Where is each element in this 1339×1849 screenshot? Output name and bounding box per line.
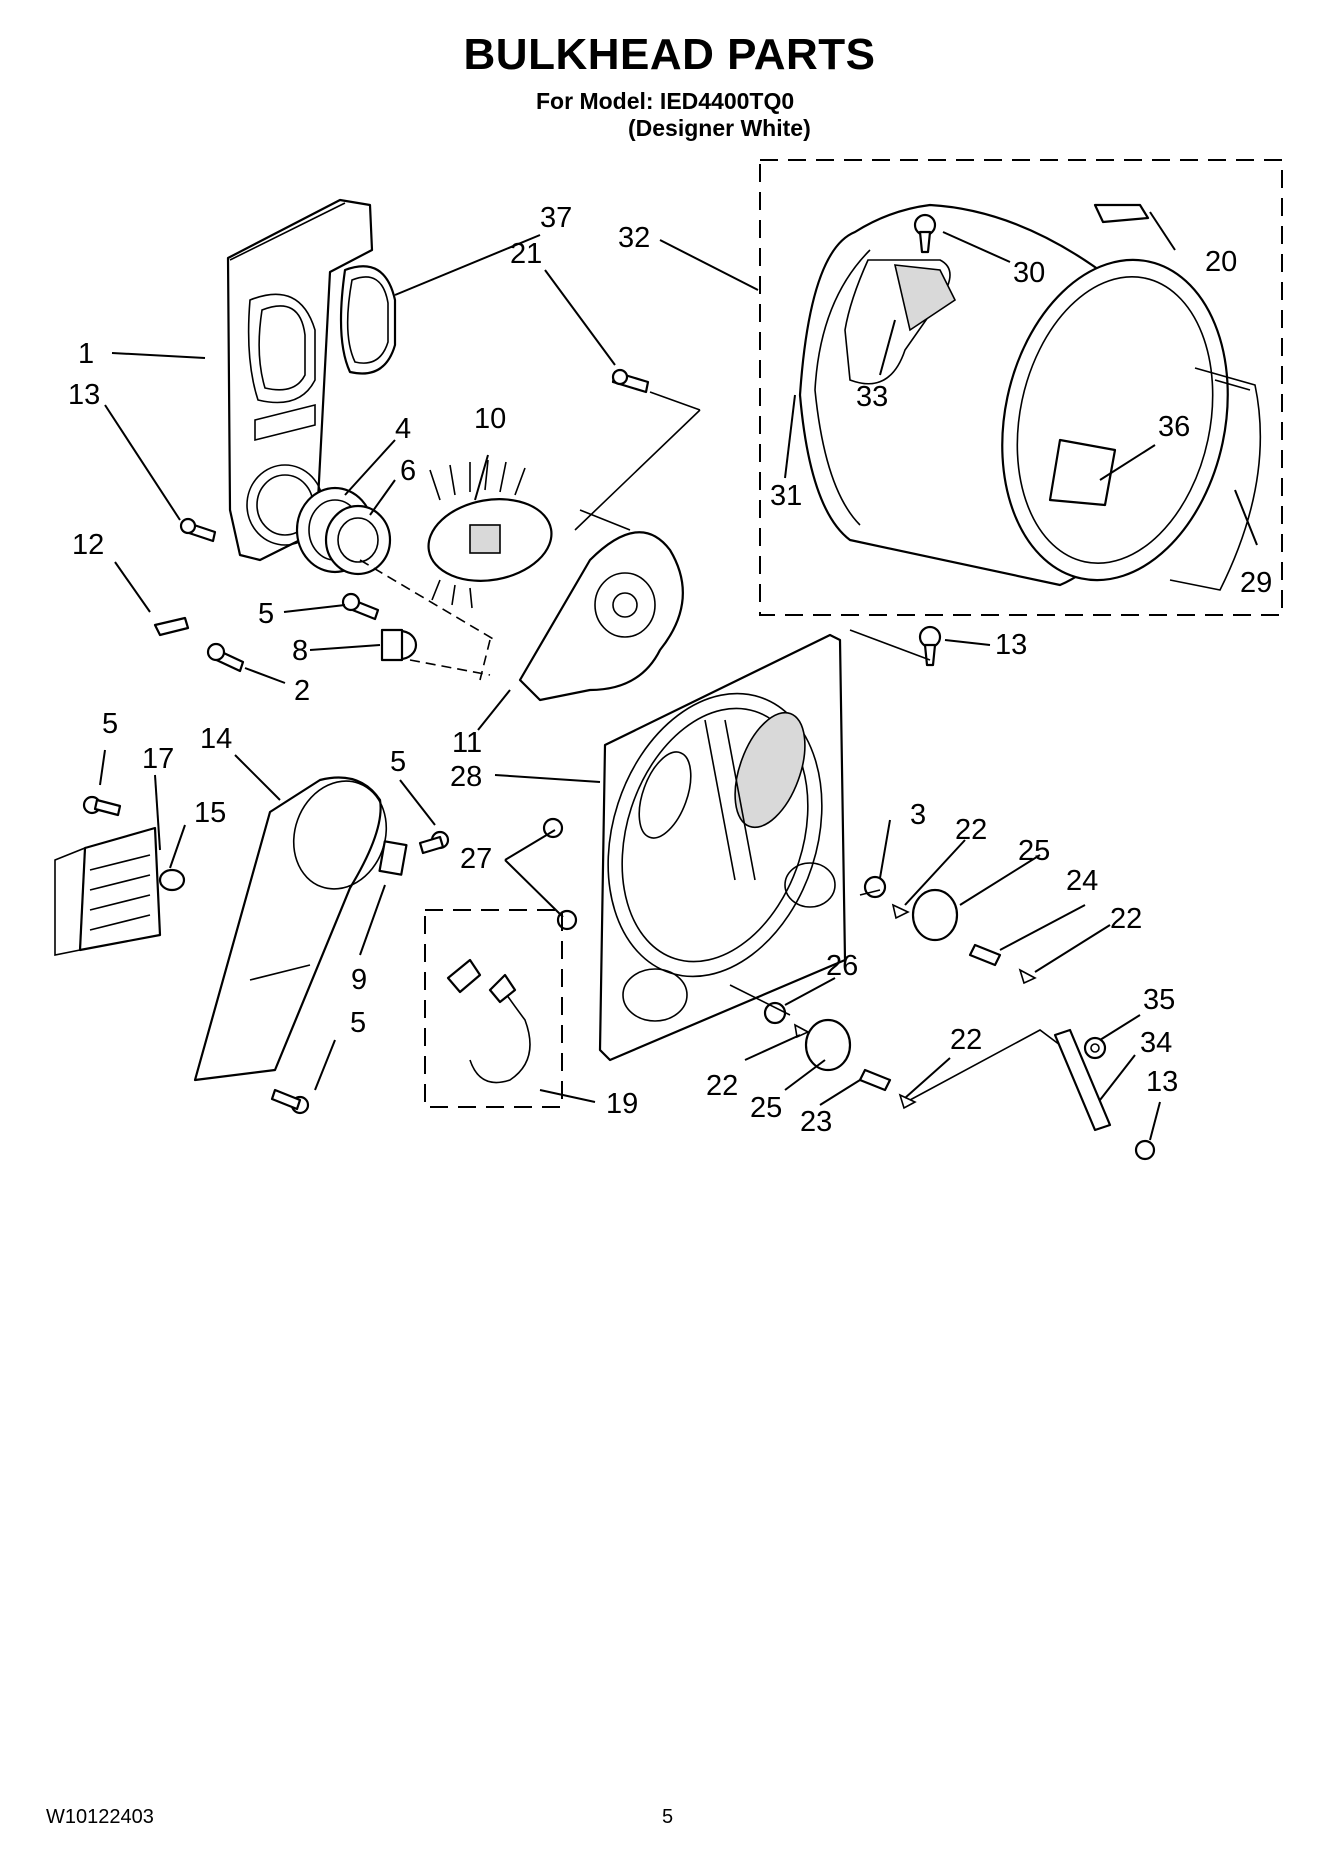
part-15 — [158, 868, 186, 892]
roller-upper-part — [863, 875, 1037, 985]
callout-29: 29 — [1240, 567, 1272, 599]
roller-lower-part — [763, 1001, 917, 1110]
baffle-36-part — [1048, 438, 1117, 507]
harness-19-part — [446, 958, 531, 1084]
callout-5-c: 5 — [390, 746, 406, 778]
leader-lines — [99, 211, 1258, 1141]
callout-5-d: 5 — [350, 1007, 366, 1039]
thermostat-8-part — [380, 628, 418, 662]
color-label: (Designer White) — [628, 115, 811, 141]
callout-8: 8 — [292, 635, 308, 667]
callout-15: 15 — [194, 797, 226, 829]
screw-5-left-part — [82, 795, 122, 817]
heater-17-part — [54, 826, 162, 956]
blower-wheel-part — [427, 459, 553, 609]
screw-2-part — [206, 642, 245, 673]
duct-14-part — [193, 776, 388, 1082]
callout-2: 2 — [294, 675, 310, 707]
callout-labels: 1 13 37 21 4 6 10 12 5 8 2 11 32 30 20 3… — [68, 202, 1272, 1138]
callout-22-d: 22 — [950, 1024, 982, 1056]
seal-part — [339, 265, 397, 375]
page-title: BULKHEAD PARTS — [463, 30, 876, 79]
screw-30-part — [913, 213, 937, 254]
callout-17: 17 — [142, 743, 174, 775]
screw-13-drum-part — [918, 625, 942, 667]
callout-34: 34 — [1140, 1027, 1172, 1059]
callout-10: 10 — [474, 403, 506, 435]
callout-22-a: 22 — [955, 814, 987, 846]
callout-23: 23 — [800, 1106, 832, 1138]
harness-box-19 — [424, 909, 563, 1108]
page-number: 5 — [662, 1806, 674, 1828]
callout-28: 28 — [450, 761, 482, 793]
callout-1: 1 — [78, 338, 94, 370]
callout-22-b: 22 — [1110, 903, 1142, 935]
callout-21: 21 — [510, 238, 542, 270]
callout-19: 19 — [606, 1088, 638, 1120]
model-label: For Model: IED4400TQ0 — [536, 88, 795, 114]
callout-5-b: 5 — [102, 708, 118, 740]
callout-26: 26 — [826, 950, 858, 982]
callout-35: 35 — [1143, 984, 1175, 1016]
drum-assembly-box — [759, 159, 1283, 616]
screw-13-left-part — [179, 517, 217, 543]
callout-13-b: 13 — [995, 629, 1027, 661]
drum-seal-part — [1169, 367, 1262, 591]
callout-6: 6 — [400, 455, 416, 487]
callout-9: 9 — [351, 964, 367, 996]
callout-27: 27 — [460, 843, 492, 875]
callout-3: 3 — [910, 799, 926, 831]
callout-20: 20 — [1205, 246, 1237, 278]
screw-5-mid-part — [418, 830, 450, 855]
callout-37: 37 — [540, 202, 572, 234]
callout-32: 32 — [618, 222, 650, 254]
blower-housing-part — [518, 531, 684, 702]
nuts-27-part — [542, 817, 578, 931]
callout-30: 30 — [1013, 257, 1045, 289]
callout-31: 31 — [770, 480, 802, 512]
callout-11: 11 — [452, 727, 482, 759]
callout-33: 33 — [856, 381, 888, 413]
bearing-ring-part — [295, 486, 392, 576]
callout-22-c: 22 — [706, 1070, 738, 1102]
screw-21-part — [611, 368, 650, 394]
callout-14: 14 — [200, 723, 232, 755]
callout-13-c: 13 — [1146, 1066, 1178, 1098]
callout-25-b: 25 — [750, 1092, 782, 1124]
callout-4: 4 — [395, 413, 411, 445]
callout-36: 36 — [1158, 411, 1190, 443]
front-bulkhead-part — [598, 633, 847, 1062]
document-number: W10122403 — [46, 1806, 154, 1828]
clip-12-part — [153, 616, 190, 637]
bracket-9-part — [378, 840, 408, 876]
clip-20-part — [1093, 203, 1150, 224]
bracket-34-part — [1053, 1028, 1156, 1161]
callout-12: 12 — [72, 529, 104, 561]
screw-5-top-part — [341, 592, 380, 621]
callout-24: 24 — [1066, 865, 1098, 897]
screw-5-bottom-part — [270, 1088, 310, 1115]
callout-13-a: 13 — [68, 379, 100, 411]
callout-5-a: 5 — [258, 598, 274, 630]
callout-25-a: 25 — [1018, 835, 1050, 867]
